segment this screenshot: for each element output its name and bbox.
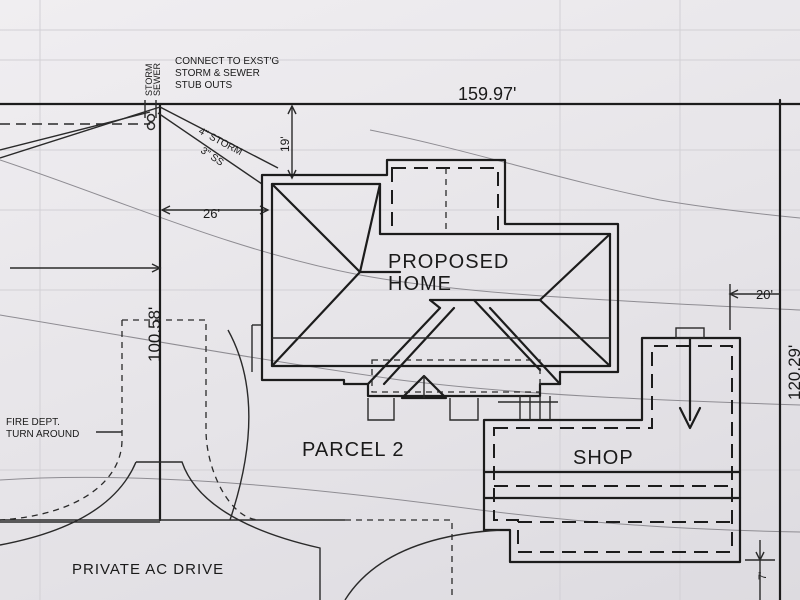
fire-turnaround-label-2: TURN AROUND xyxy=(6,429,79,440)
storm-sewer-label-2: SEWER xyxy=(152,62,162,96)
shop-dashed-outline xyxy=(493,345,733,553)
proposed-home-label-2: HOME xyxy=(388,273,452,295)
garage-dashed xyxy=(391,167,499,235)
east-dimension-label: 120.29' xyxy=(785,345,800,400)
stub-out-marker xyxy=(146,113,156,123)
storm-line xyxy=(159,106,279,169)
shop-building xyxy=(482,327,742,564)
west-dimension-label: 100.58' xyxy=(145,307,164,362)
labels: STORM SEWER CONNECT TO EXST'G STORM & SE… xyxy=(6,56,800,580)
fire-turnaround-label-1: FIRE DEPT. xyxy=(6,417,60,428)
turnaround-dashed xyxy=(122,319,261,521)
contour-lines xyxy=(0,129,800,533)
utility-lines xyxy=(0,100,279,185)
parcel-label: PARCEL 2 xyxy=(302,439,404,461)
property-lines xyxy=(0,98,800,600)
dimension-lines xyxy=(10,104,780,600)
proposed-home-label-1: PROPOSED xyxy=(388,251,509,273)
private-drive-label: PRIVATE AC DRIVE xyxy=(72,561,224,578)
shop-label: SHOP xyxy=(573,447,634,469)
setback-26-label: 26' xyxy=(203,206,220,221)
setback-20-label: 20' xyxy=(756,287,773,302)
proposed-home xyxy=(251,158,620,421)
setback-19-label: 19' xyxy=(278,136,292,152)
storm-sewer-label-1: STORM xyxy=(144,64,154,96)
stub-out-marker xyxy=(146,121,156,131)
connect-note-line-3: STUB OUTS xyxy=(175,80,233,91)
fire-turnaround xyxy=(0,319,501,600)
sewer-line xyxy=(157,112,263,185)
setback-7-label: 7' xyxy=(757,572,769,580)
connect-note-line-1: CONNECT TO EXST'G xyxy=(175,56,279,67)
connect-note-line-2: STORM & SEWER xyxy=(175,68,260,79)
north-dimension-label: 159.97' xyxy=(458,84,517,104)
